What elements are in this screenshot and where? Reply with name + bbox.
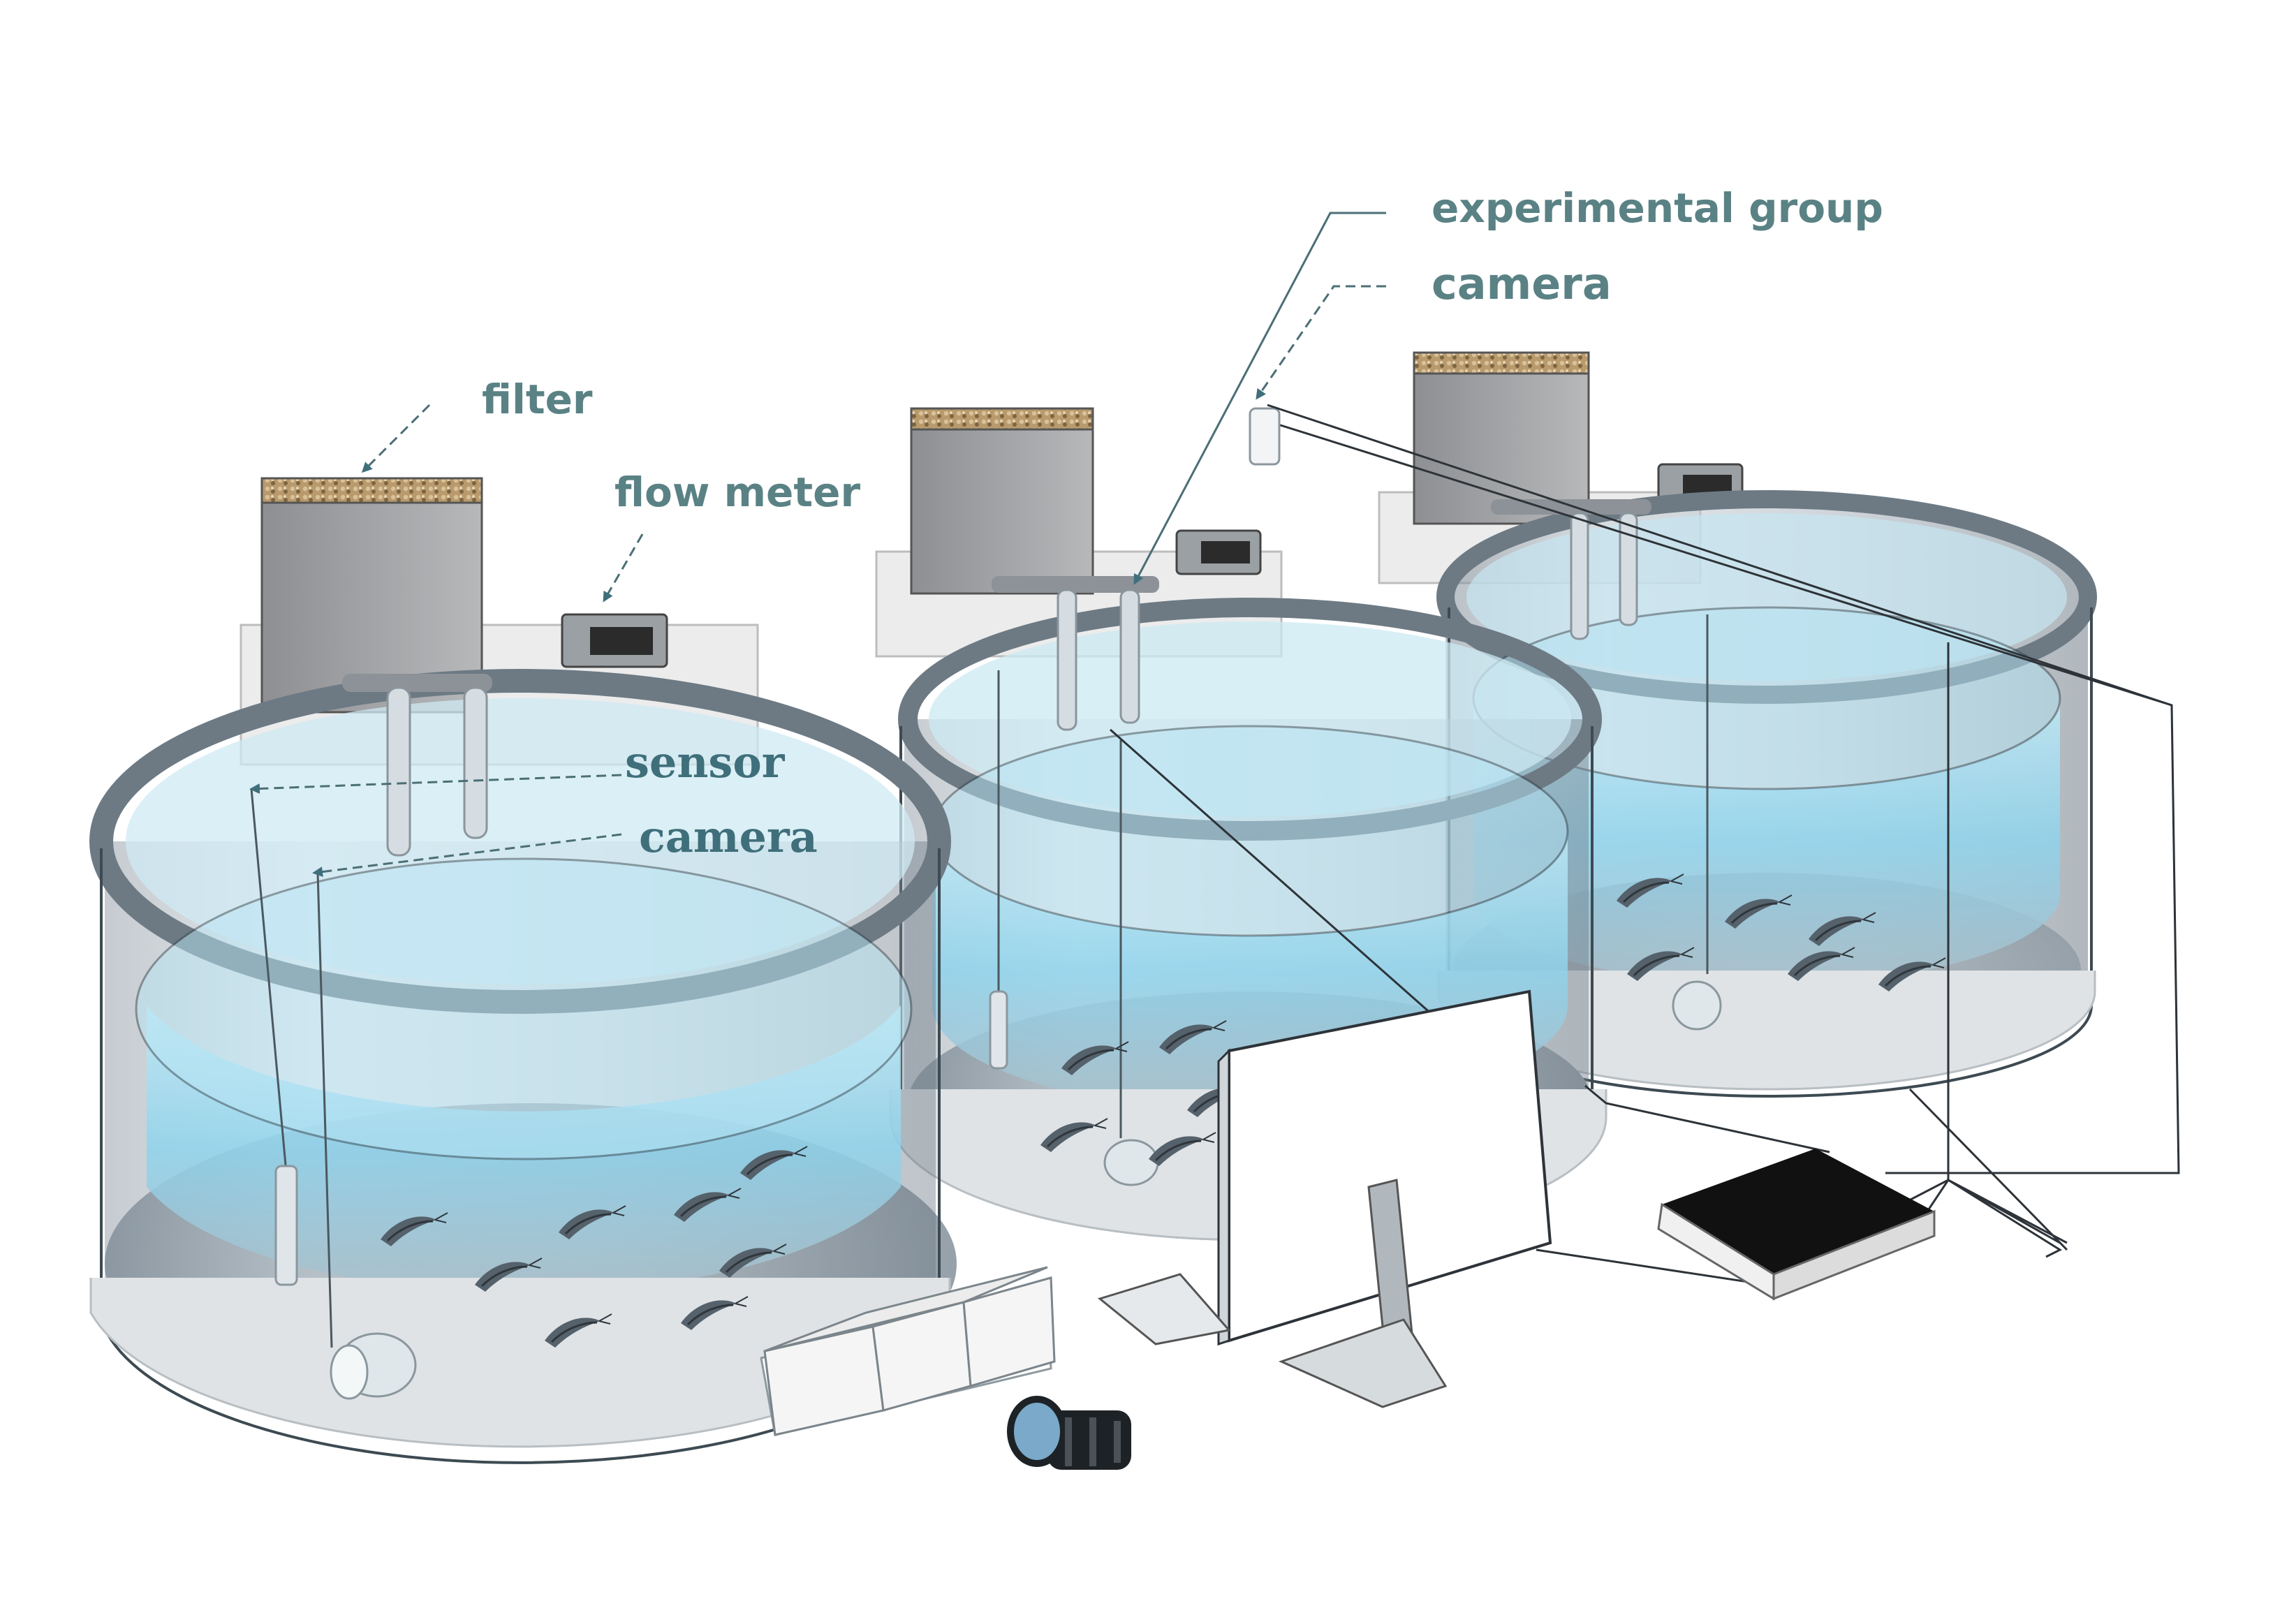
camera-left-leader xyxy=(312,833,622,877)
leader-lines xyxy=(249,212,1386,877)
filter-gravel-left xyxy=(260,477,483,504)
camera-pod-right xyxy=(1672,980,1722,1031)
experimental-group-leader xyxy=(1133,212,1386,585)
keyboard-icon xyxy=(1097,1273,1231,1345)
overhead-camera-icon xyxy=(1249,404,2172,707)
monitor-icon xyxy=(1217,989,1552,1408)
filter-box-right xyxy=(1413,362,1590,525)
filter-leader xyxy=(361,404,431,473)
sensor-box-array xyxy=(760,1266,1056,1436)
label-filter: filter xyxy=(482,376,593,423)
label-camera-top: camera xyxy=(1432,258,1612,309)
sensor-probe-left xyxy=(274,1165,298,1286)
camera-pod-middle xyxy=(1103,1139,1159,1186)
sensor-leader xyxy=(249,774,622,795)
sensor-box-3 xyxy=(962,1276,1056,1387)
tank-left xyxy=(89,477,957,1464)
camera-lens-icon xyxy=(1007,1396,1131,1470)
label-flow-meter: flow meter xyxy=(615,469,860,516)
camera-top-leader xyxy=(1256,285,1386,400)
label-sensor: sensor xyxy=(625,737,786,788)
label-experimental-group: experimental group xyxy=(1432,184,1883,232)
flow-meter-leader xyxy=(603,533,644,603)
hub-device xyxy=(1657,1149,1936,1301)
tank-right xyxy=(1378,351,2097,1098)
label-camera-left: camera xyxy=(639,811,818,862)
filter-box-middle xyxy=(910,418,1094,595)
